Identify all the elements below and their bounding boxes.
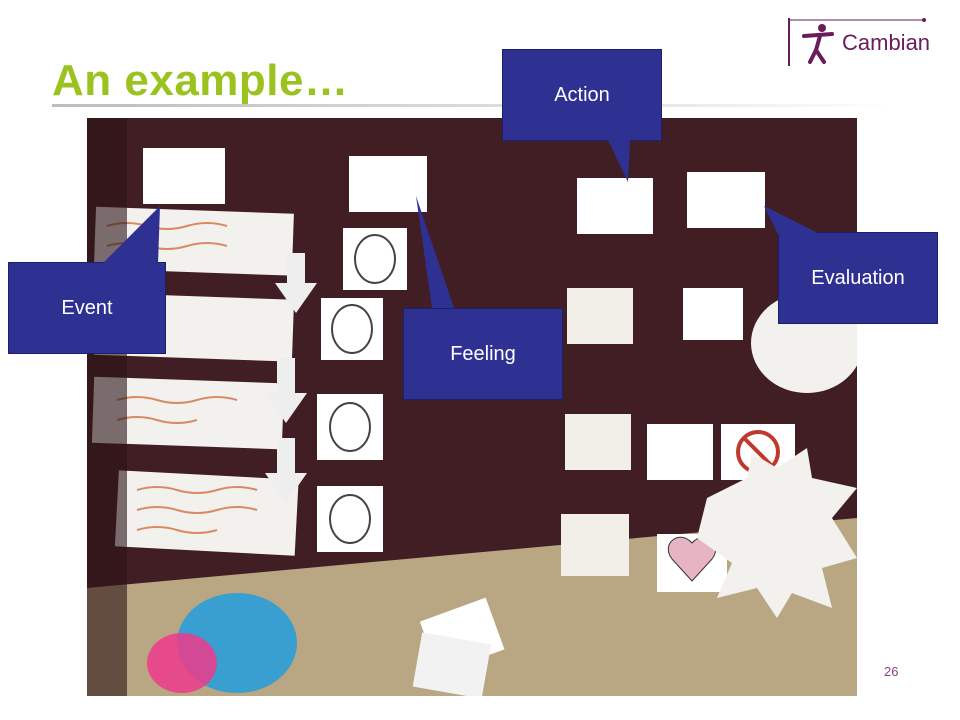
evaluation-label: Evaluation — [811, 266, 905, 289]
event-label: Event — [61, 296, 113, 319]
board-photo-illustration — [87, 118, 857, 696]
event-callout-tail — [102, 206, 160, 264]
action-callout: Action — [502, 49, 662, 141]
logo-dot-icon — [790, 18, 926, 22]
logo-text: Cambian — [842, 30, 931, 55]
cambian-figure-icon — [802, 24, 834, 64]
feeling-callout-tail — [416, 196, 454, 308]
action-callout-tail — [608, 140, 630, 182]
title-divider — [52, 104, 892, 107]
feeling-label: Feeling — [450, 342, 516, 365]
action-label: Action — [554, 83, 610, 106]
event-callout: Event — [8, 262, 166, 354]
cambian-logo: Cambian — [788, 18, 930, 66]
evaluation-callout-tail — [764, 206, 816, 244]
page-number: 26 — [884, 664, 899, 679]
story-board-photo — [87, 118, 857, 696]
evaluation-callout: Evaluation — [778, 232, 938, 324]
slide-title: An example… — [52, 56, 349, 105]
feeling-callout: Feeling — [403, 308, 563, 400]
